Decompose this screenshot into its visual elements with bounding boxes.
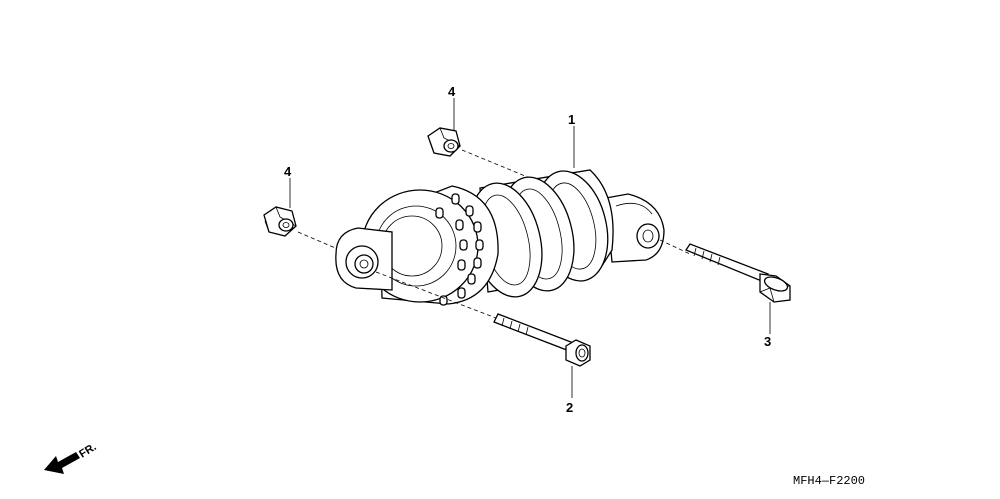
lower-mount-bolt[interactable]: [493, 313, 591, 367]
front-direction-arrow: FR.: [44, 441, 99, 474]
lower-flange-nut[interactable]: [263, 206, 297, 237]
front-direction-label: FR.: [77, 441, 98, 461]
callout-3: 3: [764, 334, 771, 349]
callout-1: 1: [568, 112, 575, 127]
callout-2: 2: [566, 400, 573, 415]
upper-mount-bolt[interactable]: [685, 243, 791, 303]
upper-flange-nut[interactable]: [427, 127, 461, 157]
diagram-code: MFH4—F2200: [793, 474, 865, 488]
callout-4-left: 4: [284, 164, 292, 179]
upper-nut-alignment-line: [461, 149, 531, 179]
lower-nut-alignment-line: [297, 231, 341, 251]
rear-shock-absorber[interactable]: [335, 163, 665, 306]
callout-4-top: 4: [448, 84, 456, 99]
lower-bolt-alignment-line: [375, 271, 497, 319]
upper-bolt-alignment-line: [659, 239, 691, 255]
